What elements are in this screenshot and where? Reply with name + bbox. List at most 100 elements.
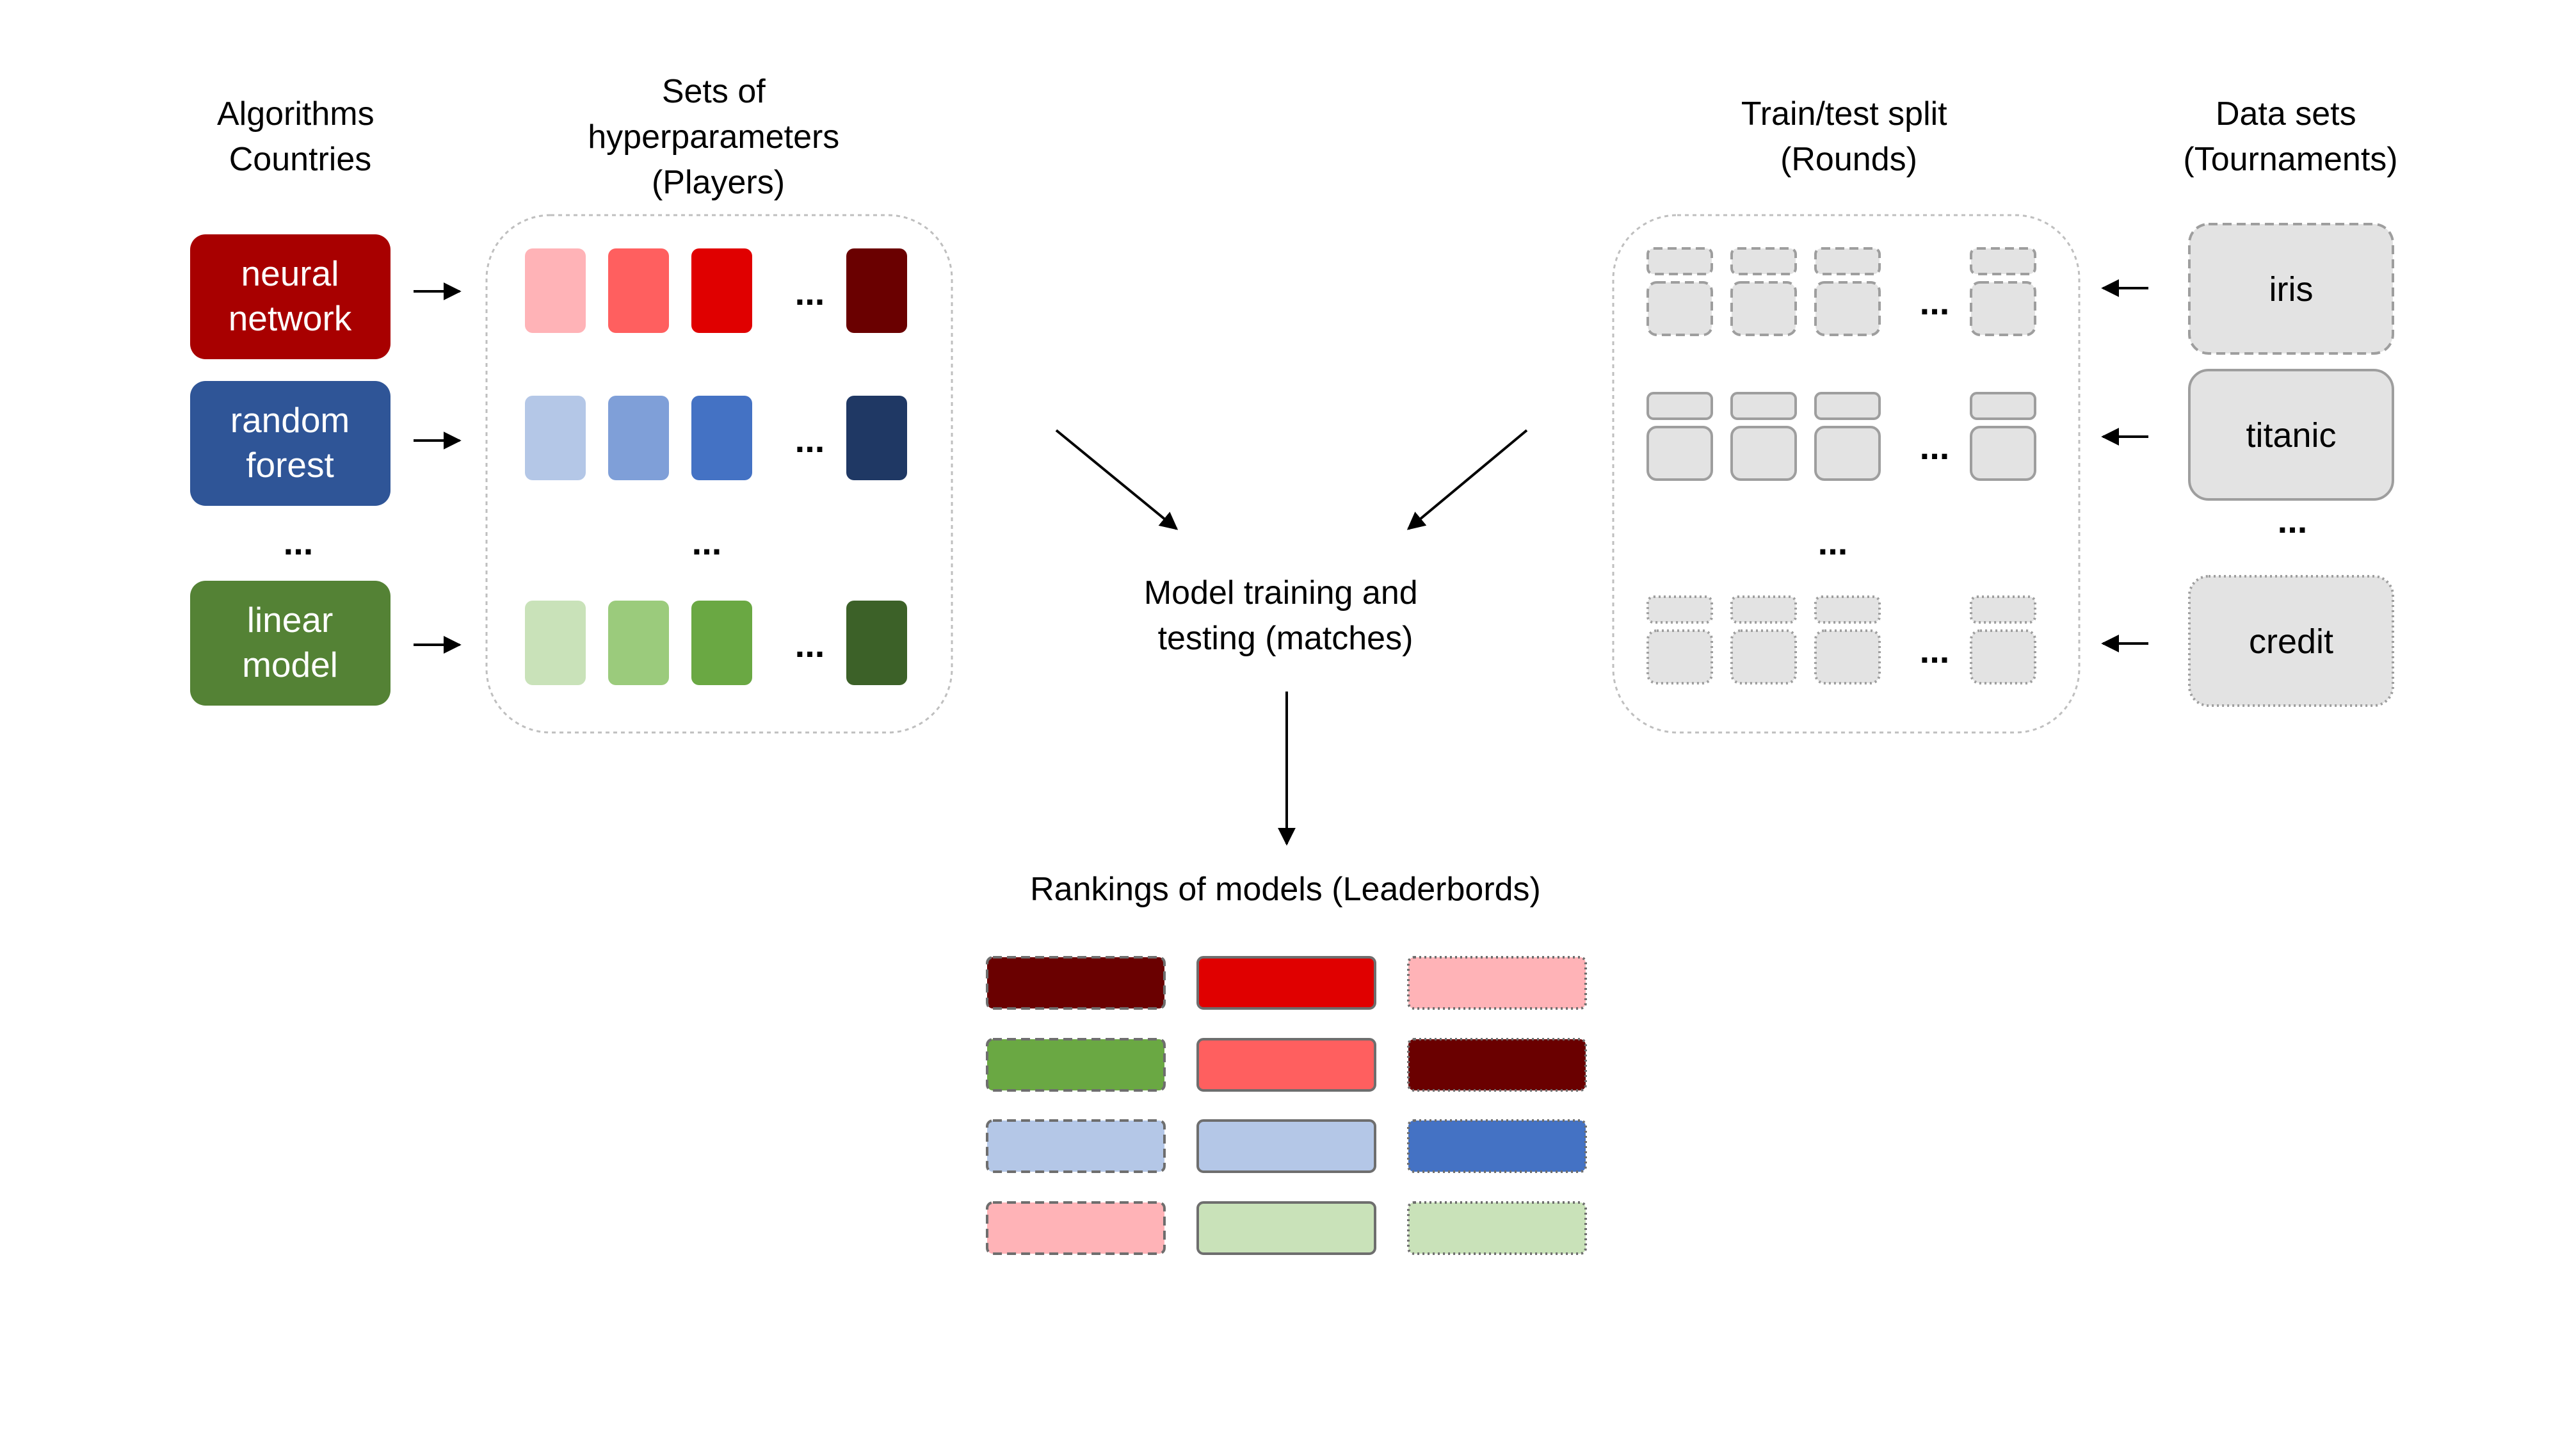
datasets-ellipsis: ...: [2278, 500, 2308, 540]
player-block-0-2: [691, 248, 752, 333]
train-split-1-3: [1970, 392, 2036, 420]
test-split-0-0: [1646, 281, 1713, 336]
algorithms-ellipsis: ...: [284, 522, 314, 562]
player-blocks: .........: [525, 248, 907, 685]
algorithm-label-1: random forest: [230, 400, 350, 485]
dataset-label-iris: iris: [2269, 270, 2314, 309]
train-split-1-1: [1730, 392, 1797, 420]
leaderboard-cell-1-0: [986, 1038, 1166, 1092]
dataset-box-iris: [2188, 223, 2394, 355]
player-block-0-0: [525, 248, 586, 333]
algorithm-label-2-line-1: model: [242, 645, 338, 684]
leaderboard-cell-3-2: [1407, 1201, 1587, 1255]
model-training-label: Model training and testing (matches): [1144, 574, 1427, 657]
algorithm-box-0: [190, 234, 390, 359]
algorithms-heading: Algorithms Countries: [217, 95, 383, 178]
arrows: [414, 279, 2148, 846]
dataset-box-titanic: [2188, 369, 2394, 501]
test-split-2-2: [1814, 629, 1881, 684]
algorithms-heading-line-2: Countries: [229, 141, 372, 178]
player-row-ellipsis-1: ...: [795, 419, 825, 460]
player-block-0-3: [846, 248, 907, 333]
algorithm-box-1: [190, 381, 390, 506]
train-split-2-1: [1730, 595, 1797, 624]
test-split-2-3: [1970, 629, 2036, 684]
leaderboard-cell-0-0: [986, 956, 1166, 1010]
leaderboard-cell-0-2: [1407, 956, 1587, 1010]
leaderboard-cell-0-1: [1196, 956, 1376, 1010]
test-split-1-0: [1646, 426, 1713, 481]
algorithm-label-2: linear model: [242, 600, 338, 684]
algorithm-boxes: neural network random forest linear model: [190, 234, 390, 706]
dataset-boxes: iris titanic credit: [2188, 223, 2394, 707]
arrow-rounds-to-matches: [1406, 429, 1528, 530]
train-split-2-3: [1970, 595, 2036, 624]
hyperparameters-heading: Sets of hyperparameters (Players): [588, 73, 849, 201]
player-block-1-1: [608, 396, 669, 480]
test-split-2-0: [1646, 629, 1713, 684]
round-row-ellipsis-1: ...: [1920, 426, 1950, 467]
test-split-1-3: [1970, 426, 2036, 481]
train-split-1-0: [1646, 392, 1713, 420]
rankings-heading: Rankings of models (Leaderbords): [1030, 871, 1541, 908]
train-split-1-2: [1814, 392, 1881, 420]
train-split-0-3: [1970, 247, 2036, 275]
player-row-ellipsis-0: ...: [795, 272, 825, 312]
algorithm-label-0-line-0: neural: [241, 254, 339, 293]
test-split-0-1: [1730, 281, 1797, 336]
test-split-1-1: [1730, 426, 1797, 481]
dataset-label-titanic: titanic: [2246, 416, 2336, 455]
datasets-heading-line-1: Data sets: [2216, 95, 2356, 133]
train-split-0-1: [1730, 247, 1797, 275]
hyperparameters-heading-line-2: hyperparameters: [588, 118, 839, 156]
algorithm-label-1-line-1: forest: [246, 445, 334, 485]
train-split-0-0: [1646, 247, 1713, 275]
datasets-heading: Data sets (Tournaments): [2183, 95, 2397, 178]
round-row-ellipsis-0: ...: [1920, 282, 1950, 322]
leaderboard-cell-1-1: [1196, 1038, 1376, 1092]
players-ellipsis: ...: [692, 522, 722, 562]
rounds-ellipsis: ...: [1818, 522, 1848, 562]
leaderboard-cell-3-0: [986, 1201, 1166, 1255]
player-block-2-2: [691, 601, 752, 685]
player-block-2-1: [608, 601, 669, 685]
player-block-2-3: [846, 601, 907, 685]
datasets-heading-line-2: (Tournaments): [2183, 141, 2397, 178]
round-row-ellipsis-2: ...: [1920, 630, 1950, 670]
dataset-box-credit: [2188, 575, 2394, 707]
algorithms-heading-line-1: Algorithms: [217, 95, 374, 133]
train-test-heading: Train/test split (Rounds): [1741, 95, 1956, 178]
leaderboard-cell-2-0: [986, 1119, 1166, 1173]
hyperparameters-heading-line-3: (Players): [652, 164, 785, 201]
arrow-players-to-matches: [1055, 429, 1179, 530]
train-split-2-0: [1646, 595, 1713, 624]
algorithm-label-0: neural network: [229, 254, 352, 338]
leaderboard-cell-2-2: [1407, 1119, 1587, 1173]
train-test-heading-line-1: Train/test split: [1741, 95, 1947, 133]
algorithm-box-2: [190, 581, 390, 706]
leaderboard-cell-3-1: [1196, 1201, 1376, 1255]
player-block-0-1: [608, 248, 669, 333]
leaderboard-cell-1-2: [1407, 1038, 1587, 1092]
train-test-splits: .........: [1646, 247, 2036, 684]
algorithm-label-1-line-0: random: [230, 400, 350, 440]
model-training-label-line-2: testing (matches): [1158, 620, 1413, 657]
train-split-2-2: [1814, 595, 1881, 624]
leaderboard: [986, 956, 1587, 1255]
test-split-0-3: [1970, 281, 2036, 336]
test-split-1-2: [1814, 426, 1881, 481]
test-split-0-2: [1814, 281, 1881, 336]
players-container: [485, 214, 953, 734]
player-block-2-0: [525, 601, 586, 685]
player-block-1-3: [846, 396, 907, 480]
algorithm-label-0-line-1: network: [229, 298, 352, 338]
player-block-1-0: [525, 396, 586, 480]
test-split-2-1: [1730, 629, 1797, 684]
dataset-label-credit: credit: [2249, 622, 2333, 661]
algorithm-label-2-line-0: linear: [247, 600, 334, 640]
hyperparameters-heading-line-1: Sets of: [662, 73, 766, 110]
model-training-label-line-1: Model training and: [1144, 574, 1418, 611]
rounds-container: [1612, 214, 2081, 734]
leaderboard-cell-2-1: [1196, 1119, 1376, 1173]
